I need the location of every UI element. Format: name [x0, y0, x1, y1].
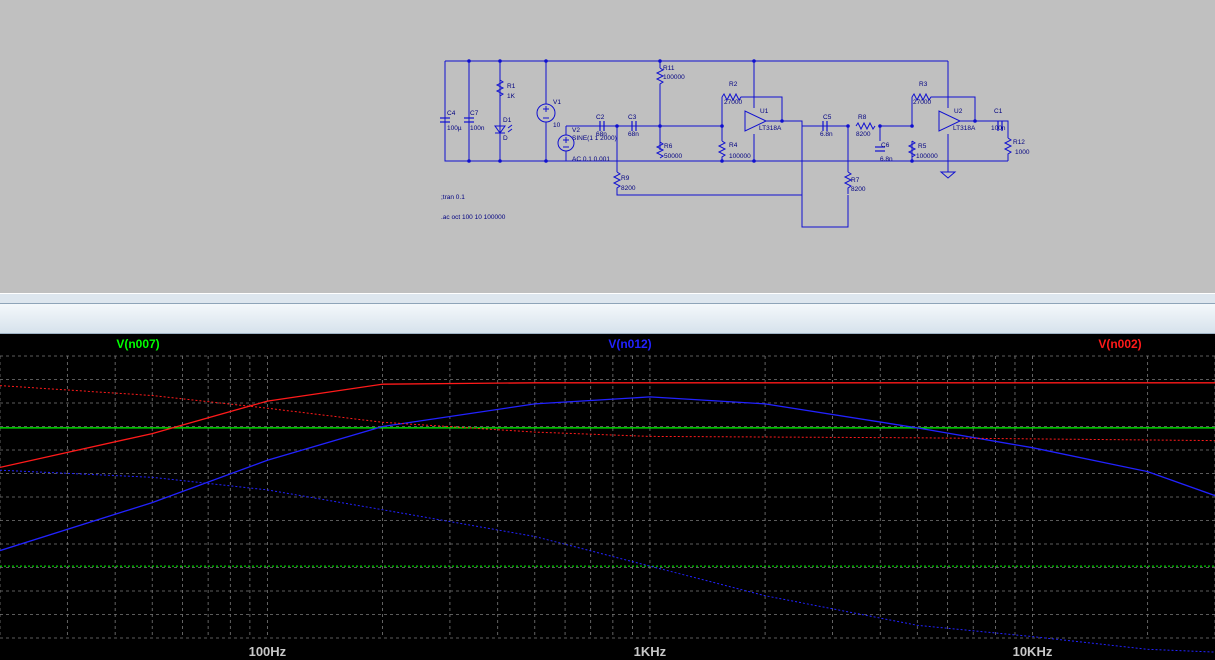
- c6-ref-label: C6: [881, 142, 890, 149]
- tran-directive[interactable]: ;tran 0.1: [441, 194, 465, 201]
- c3-value-label: 68n: [628, 131, 639, 138]
- r4-ref-label: R4: [729, 142, 738, 149]
- c5-value-label: 6.8n: [820, 131, 833, 138]
- r5-ref-label: R5: [918, 143, 927, 150]
- c5-ref-label: C5: [823, 114, 832, 121]
- resistor-r1-symbol[interactable]: [495, 79, 505, 97]
- r8-value-label: 8200: [856, 131, 871, 138]
- plot-traces: [0, 382, 1215, 653]
- v2-ref-label: V2: [572, 127, 580, 134]
- resistor-r8-symbol[interactable]: [855, 121, 876, 131]
- r7-value-label: 8200: [851, 186, 866, 193]
- c6-value-label: 6.8n: [880, 156, 893, 163]
- r2-value-label: 27000: [724, 99, 742, 106]
- r1-ref-label: R1: [507, 83, 516, 90]
- pane-splitter[interactable]: [0, 293, 1215, 304]
- r4-value-label: 100000: [729, 153, 751, 160]
- r9-value-label: 8200: [621, 185, 636, 192]
- u2-value-label: LT318A: [953, 125, 976, 132]
- x-axis-tick-labels: 100Hz 1KHz 10KHz: [249, 644, 1053, 659]
- r5-value-label: 100000: [916, 153, 938, 160]
- resistor-r6-symbol[interactable]: [655, 141, 665, 159]
- resistor-r4-symbol[interactable]: [717, 140, 727, 161]
- x-tick-label: 1KHz: [634, 644, 667, 659]
- voltage-source-v2-symbol[interactable]: [557, 134, 575, 152]
- r3-value-label: 27000: [913, 99, 931, 106]
- ac-directive[interactable]: .ac oct 100 10 100000: [441, 214, 506, 221]
- c4-value-label: 100µ: [447, 125, 462, 132]
- x-tick-label: 10KHz: [1013, 644, 1053, 659]
- resistor-r11-symbol[interactable]: [655, 67, 665, 88]
- v1-value-label: 10: [553, 122, 561, 129]
- r12-ref-label: R12: [1013, 139, 1025, 146]
- r6-value-label: 50000: [664, 153, 682, 160]
- d1-ref-label: D1: [503, 117, 512, 124]
- plot-grid: [0, 355, 1215, 639]
- legend-vn002[interactable]: V(n002): [1098, 337, 1141, 351]
- c4-ref-label: C4: [447, 110, 456, 117]
- plot-pane-titlebar[interactable]: [0, 304, 1215, 334]
- resistor-r9-symbol[interactable]: [612, 171, 622, 194]
- opamp-u1-symbol[interactable]: [744, 110, 768, 132]
- junction-dots: [467, 59, 977, 163]
- schematic-canvas[interactable]: C4 100µ C7 100n R1 1K D1 D V1 10 V2 SINE…: [0, 0, 1215, 293]
- supply-branch-wires: [468, 61, 547, 161]
- trace-vn012-magnitude[interactable]: [0, 396, 1215, 552]
- r1-value-label: 1K: [507, 93, 516, 100]
- trace-vn002-magnitude[interactable]: [0, 382, 1215, 469]
- rail-wires: [444, 60, 1008, 162]
- trace-legend: V(n007) V(n012) V(n002): [116, 337, 1141, 351]
- v2-ac-label: AC 0.1 0.001: [572, 156, 610, 163]
- v2-value-label: SINE(1 1 2000): [572, 135, 617, 142]
- d1-value-label: D: [503, 135, 508, 142]
- r7-ref-label: R7: [851, 177, 860, 184]
- r2-ref-label: R2: [729, 81, 738, 88]
- trace-vn012-phase[interactable]: [0, 469, 1215, 653]
- x-tick-label: 100Hz: [249, 644, 287, 659]
- c7-value-label: 100n: [470, 125, 485, 132]
- resistor-r12-symbol[interactable]: [1003, 137, 1013, 161]
- capacitor-c4-symbol[interactable]: [440, 117, 450, 123]
- diode-d1-symbol[interactable]: [494, 124, 513, 134]
- trace-vn002-phase[interactable]: [0, 385, 1215, 442]
- waveform-plot[interactable]: 100Hz 1KHz 10KHz V(n007) V(n012) V(n002): [0, 334, 1215, 660]
- c2-ref-label: C2: [596, 114, 605, 121]
- resistor-r5-symbol[interactable]: [907, 140, 917, 158]
- resistor-r7-symbol[interactable]: [843, 171, 853, 194]
- capacitor-c7-symbol[interactable]: [464, 117, 474, 123]
- r12-value-label: 1000: [1015, 149, 1030, 156]
- c1-value-label: 100n: [991, 125, 1006, 132]
- resistor-r2-symbol[interactable]: [721, 92, 745, 102]
- legend-vn007[interactable]: V(n007): [116, 337, 159, 351]
- c3-ref-label: C3: [628, 114, 637, 121]
- signal-wires: [566, 61, 1009, 228]
- r3-ref-label: R3: [919, 81, 928, 88]
- r6-ref-label: R6: [664, 143, 673, 150]
- u2-ref-label: U2: [954, 108, 963, 115]
- capacitor-c2-symbol[interactable]: [599, 121, 605, 131]
- schematic-editor[interactable]: C4 100µ C7 100n R1 1K D1 D V1 10 V2 SINE…: [0, 0, 1215, 293]
- r11-ref-label: R11: [663, 65, 675, 72]
- c1-ref-label: C1: [994, 108, 1003, 115]
- capacitor-c1-symbol[interactable]: [997, 121, 1003, 131]
- v1-ref-label: V1: [553, 99, 561, 106]
- voltage-source-v1-symbol[interactable]: [536, 103, 556, 123]
- opamp-u2-symbol[interactable]: [938, 110, 962, 132]
- capacitor-c6-symbol[interactable]: [875, 146, 885, 152]
- r9-ref-label: R9: [621, 175, 630, 182]
- resistor-r3-symbol[interactable]: [911, 92, 937, 102]
- waveform-viewer[interactable]: 100Hz 1KHz 10KHz V(n007) V(n012) V(n002): [0, 334, 1215, 660]
- legend-vn012[interactable]: V(n012): [608, 337, 651, 351]
- u1-ref-label: U1: [760, 108, 769, 115]
- c2-value-label: 68n: [596, 131, 607, 138]
- r11-value-label: 100000: [663, 74, 685, 81]
- capacitor-c5-symbol[interactable]: [822, 121, 828, 131]
- c7-ref-label: C7: [470, 110, 479, 117]
- ground-icon: [939, 171, 957, 179]
- u1-value-label: LT318A: [759, 125, 782, 132]
- capacitor-c3-symbol[interactable]: [631, 121, 637, 131]
- r8-ref-label: R8: [858, 114, 867, 121]
